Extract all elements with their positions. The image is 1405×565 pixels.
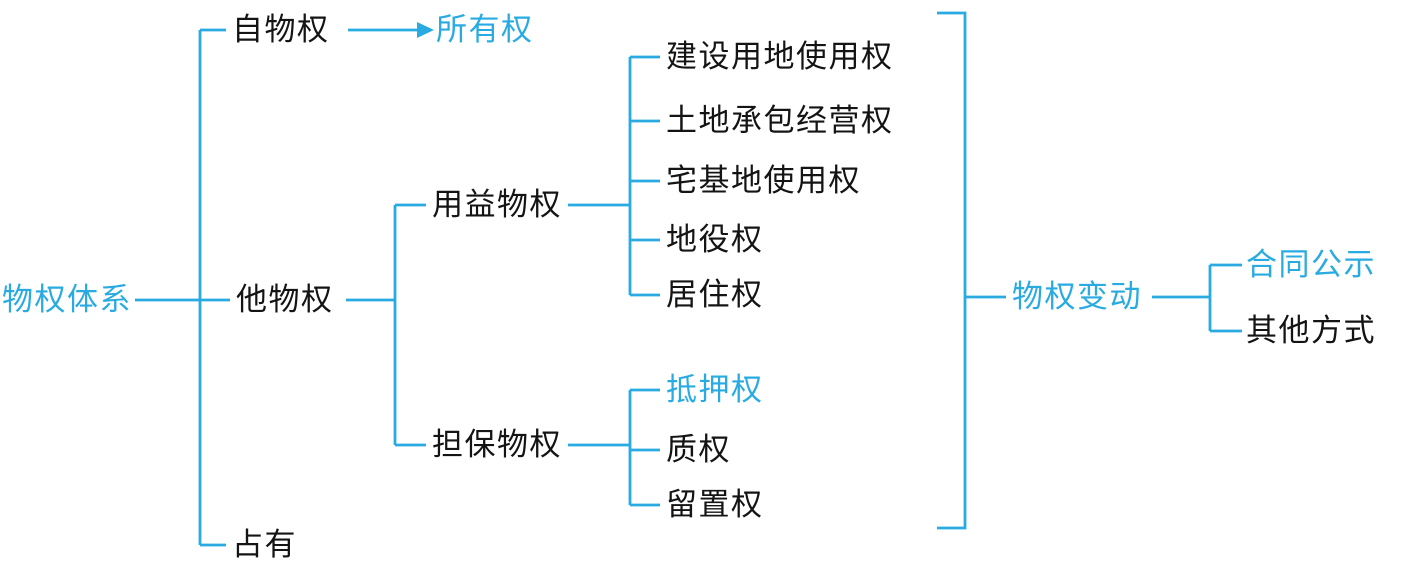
node-juzhuquan: 居住权 <box>666 277 764 312</box>
node-tudi-chengbao: 土地承包经营权 <box>666 103 894 138</box>
node-qita-fangshi: 其他方式 <box>1246 313 1376 348</box>
node-zhaijidi: 宅基地使用权 <box>666 163 861 198</box>
node-wuquan-biandong: 物权变动 <box>1012 279 1142 314</box>
node-ziwuquan: 自物权 <box>232 12 330 47</box>
change-bracket-line <box>1152 263 1242 333</box>
node-tawuquan: 他物权 <box>236 282 334 317</box>
node-diyiquan: 地役权 <box>666 222 764 257</box>
usufruct-bracket-line <box>568 55 660 297</box>
node-jianshe-yongdi: 建设用地使用权 <box>666 39 894 74</box>
tawuquan-bracket-line <box>346 203 426 447</box>
node-zhiquan: 质权 <box>666 432 731 467</box>
node-diyaquan: 抵押权 <box>666 372 764 407</box>
node-liuzhiquan: 留置权 <box>666 487 764 522</box>
arrowhead-icon <box>417 22 434 38</box>
node-wuquan-tixi: 物权体系 <box>2 282 132 317</box>
node-yongyi-wuquan: 用益物权 <box>432 187 562 222</box>
node-danbao-wuquan: 担保物权 <box>432 427 562 462</box>
root-bracket-line <box>135 28 230 547</box>
node-hetong-gongshi: 合同公示 <box>1246 247 1376 282</box>
security-bracket-line <box>568 388 660 507</box>
node-suoyouquan: 所有权 <box>436 12 534 47</box>
big-right-bracket-line <box>937 11 1006 530</box>
node-zhanyou: 占有 <box>232 527 297 562</box>
